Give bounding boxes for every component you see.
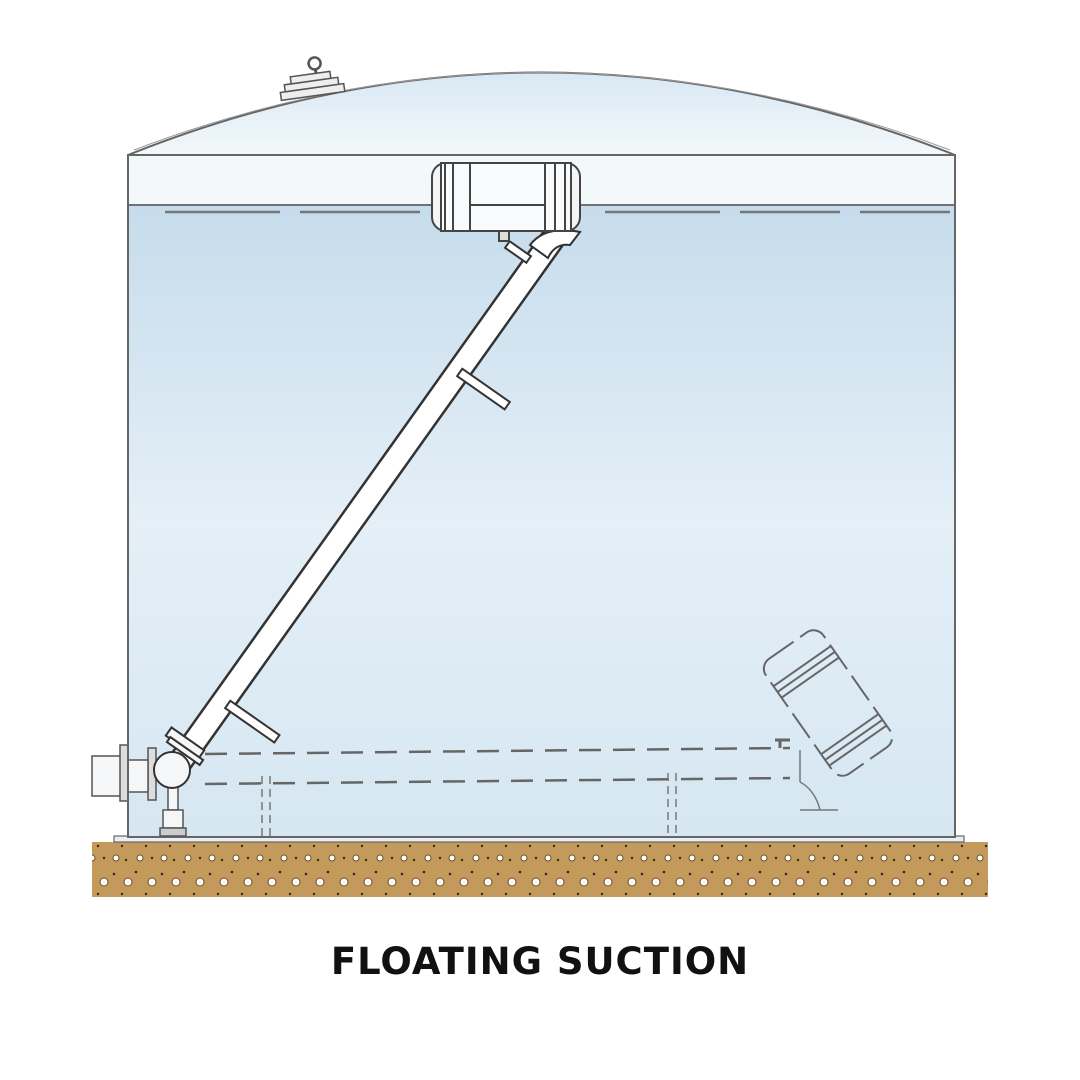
floating-suction-pipe xyxy=(165,227,565,778)
pipe-guide-bracket xyxy=(223,367,512,744)
lowered-float-outline xyxy=(762,629,894,777)
pipe-support-leg xyxy=(159,779,187,837)
tank-liquid xyxy=(127,204,956,838)
float-tank xyxy=(431,162,581,242)
diagram-title: FLOATING SUCTION xyxy=(330,940,750,983)
top-elbow xyxy=(528,229,582,260)
swivel-joint xyxy=(153,726,206,789)
concrete-foundation xyxy=(92,842,988,897)
tank-roof xyxy=(127,71,956,156)
outlet-nozzle xyxy=(91,744,157,802)
lowered-pipe-position xyxy=(204,746,791,786)
roof-vent-icon xyxy=(279,56,346,102)
